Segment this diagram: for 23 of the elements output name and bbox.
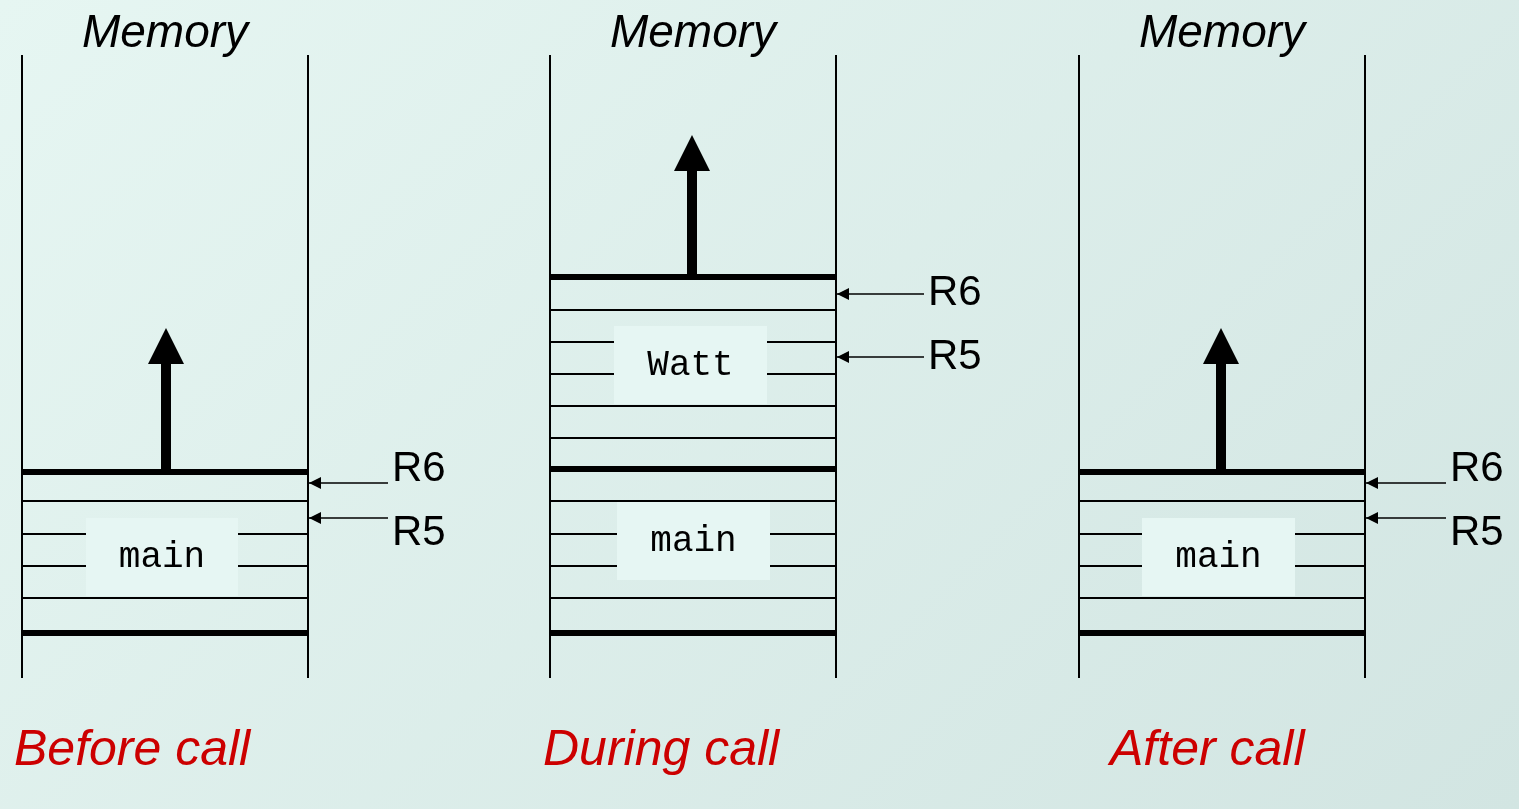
- stack-frame: [1078, 469, 1366, 636]
- leader-line: [836, 288, 925, 300]
- column-heading: Memory: [608, 5, 779, 57]
- frame-label: main: [86, 518, 238, 596]
- register-label: R5: [388, 508, 446, 554]
- register-label: R6: [1446, 444, 1504, 490]
- register-label: R5: [924, 332, 982, 378]
- column-heading: Memory: [1137, 5, 1308, 57]
- register-label: R6: [924, 268, 982, 314]
- frame-label: Watt: [614, 326, 767, 404]
- caption: During call: [543, 719, 780, 778]
- register-label: R6: [388, 444, 446, 490]
- frame-label: main: [617, 502, 770, 580]
- register-label: R5: [1446, 508, 1504, 554]
- frame-label: main: [1142, 518, 1295, 596]
- column-heading: Memory: [80, 5, 251, 57]
- leader-line: [1365, 477, 1447, 489]
- leader-line: [1365, 512, 1447, 524]
- stack-frame: [21, 469, 309, 636]
- leader-line: [308, 477, 389, 489]
- leader-line: [836, 351, 925, 363]
- caption: Before call: [14, 719, 251, 778]
- leader-line: [308, 512, 389, 524]
